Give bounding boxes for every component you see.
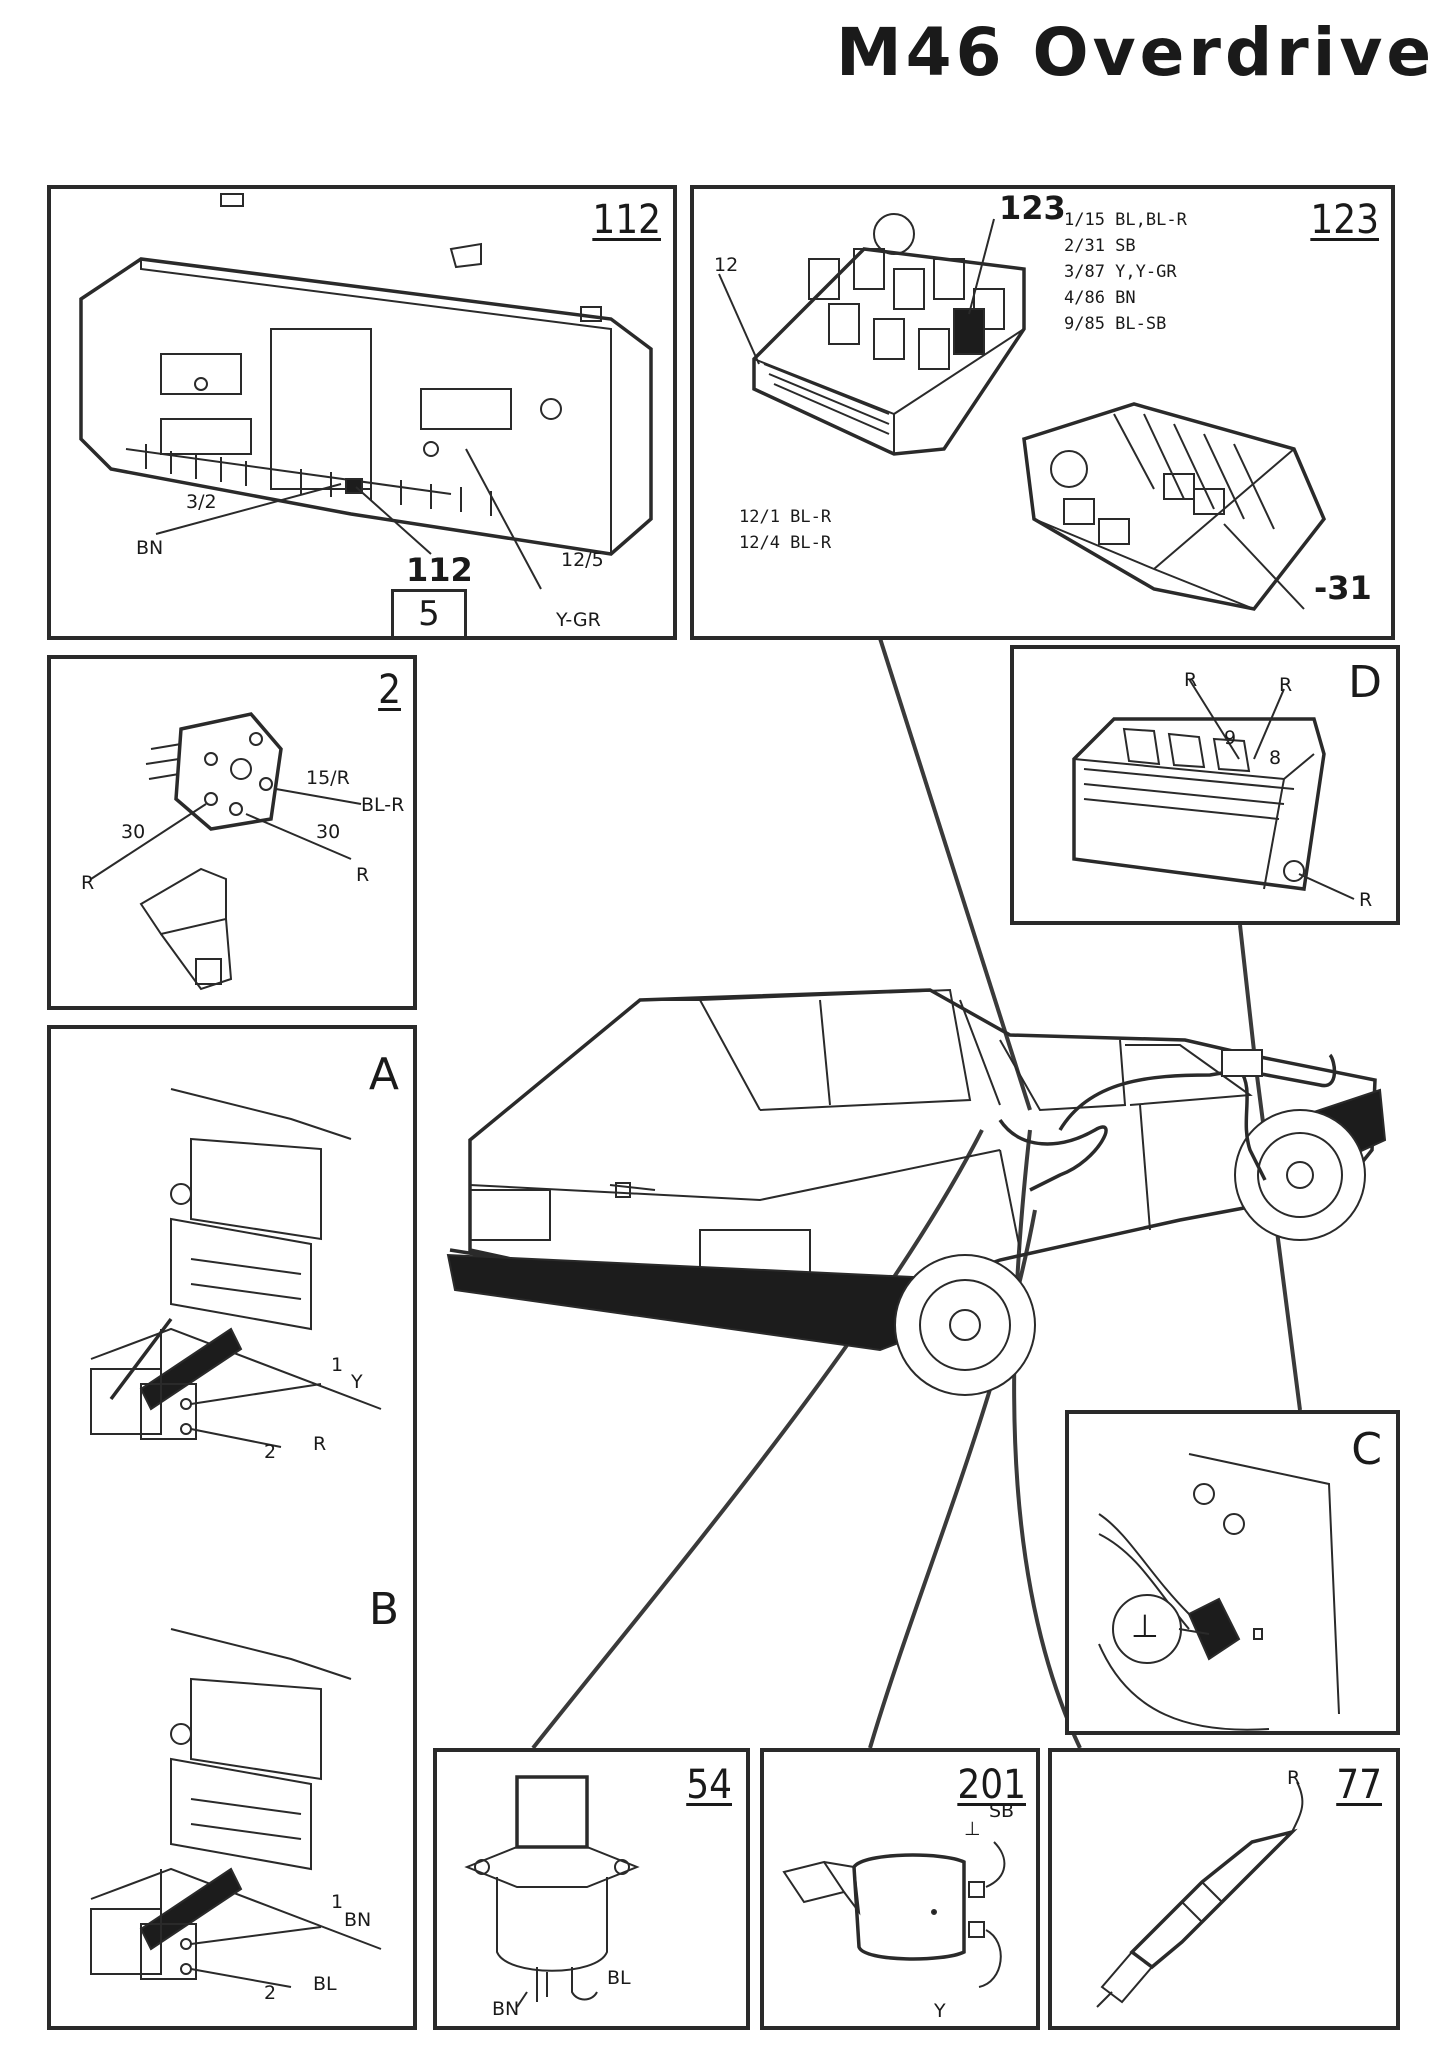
- panel-number: 201: [957, 1762, 1026, 1808]
- label-r: R: [1287, 1767, 1301, 1789]
- label-bl: BL: [607, 1967, 631, 1989]
- pin-list-lower: 12/1 BL-R 12/4 BL-R: [739, 504, 831, 556]
- pin-9: 9/85 BL-SB: [1064, 314, 1167, 334]
- switch-54-drawing: [464, 1775, 640, 2008]
- panel-number: 54: [686, 1762, 732, 1808]
- label-b-1: 1: [331, 1891, 344, 1913]
- label-sb: SB: [989, 1800, 1015, 1822]
- label-y-gr: Y-GR: [556, 609, 601, 631]
- solenoid-201-drawing: [782, 1841, 1006, 1988]
- label-12-5: 12/5: [561, 549, 604, 571]
- panel-201-solenoid: 201 SB ⊥ Y: [760, 1748, 1040, 2030]
- panel-123-fuse-relay-box: 123 123 12 1/15 BL,BL-R 2/31 SB 3/87 Y,Y…: [690, 185, 1395, 640]
- label-30-right: 30: [316, 821, 341, 843]
- panel-ab-overdrive-switches: A B: [47, 1025, 417, 2030]
- instrument-cluster-drawing: [79, 193, 653, 590]
- label-y: Y: [934, 2000, 946, 2022]
- label-a-1: 1: [331, 1354, 344, 1376]
- connector-d-drawing: [1072, 678, 1355, 900]
- sub-number-112: 112: [406, 551, 473, 589]
- sub-number-123: 123: [999, 189, 1066, 227]
- label-r-left: R: [81, 872, 95, 894]
- panel-letter-a: A: [368, 1049, 399, 1100]
- label-a-r: R: [313, 1433, 327, 1455]
- ignition-switch-drawing: [90, 712, 362, 991]
- panel-d-connector: D R R 9 8 R: [1010, 645, 1400, 925]
- relay-box-drawing: [718, 213, 1327, 611]
- pin-1: 1/15 BL,BL-R: [1064, 210, 1187, 230]
- page-title: M46 Overdrive: [836, 14, 1436, 91]
- pin-12-1: 12/1 BL-R: [739, 507, 832, 527]
- panel-number: 2: [378, 667, 401, 713]
- panel-77-temperature-sensor: 77 R: [1048, 1748, 1400, 2030]
- panel-number: 112: [592, 197, 661, 243]
- label-bl-r: BL-R: [361, 794, 405, 816]
- boxed-number: 5: [391, 589, 467, 639]
- panel-112-instrument-cluster: 112 3/2 BN 12/5 Y-GR 112 5: [47, 185, 677, 640]
- console-a: [90, 1088, 382, 1448]
- label-12: 12: [714, 254, 739, 276]
- label-3-2: 3/2: [186, 491, 217, 513]
- sensor-77-drawing: [1096, 1781, 1304, 2008]
- label-a-2: 2: [264, 1441, 277, 1463]
- label-r-2: R: [1279, 674, 1293, 696]
- panel-c-ground-point: C ⊥: [1065, 1410, 1400, 1735]
- label-30-left: 30: [121, 821, 146, 843]
- pin-4: 4/86 BN: [1064, 288, 1136, 308]
- label-r-3: R: [1359, 889, 1373, 911]
- console-b: [90, 1628, 382, 1988]
- pin-list: 1/15 BL,BL-R 2/31 SB 3/87 Y,Y-GR 4/86 BN…: [1064, 207, 1187, 337]
- label-r-right: R: [356, 864, 370, 886]
- label-b-2: 2: [264, 1982, 277, 2004]
- panel-number: 77: [1336, 1762, 1382, 1808]
- label-ground: ⊥: [964, 1818, 981, 1840]
- pin-12-4: 12/4 BL-R: [739, 533, 832, 553]
- pin-2: 2/31 SB: [1064, 236, 1136, 256]
- label-8: 8: [1269, 747, 1282, 769]
- panel-number: 123: [1310, 197, 1379, 243]
- label-a-y: Y: [351, 1371, 363, 1393]
- label-r-1: R: [1184, 669, 1198, 691]
- panel-2-ignition-switch: 2 15/R BL-R 30 30 R R: [47, 655, 417, 1010]
- label-b-bl: BL: [313, 1973, 337, 1995]
- label-minus-31: -31: [1314, 569, 1372, 607]
- panel-letter: D: [1348, 657, 1382, 708]
- panel-letter-b: B: [368, 1584, 399, 1635]
- label-9: 9: [1224, 727, 1237, 749]
- label-bn: BN: [492, 1998, 520, 2020]
- ground-symbol: ⊥: [1131, 1607, 1159, 1645]
- label-b-bn: BN: [344, 1909, 372, 1931]
- label-15r: 15/R: [306, 767, 350, 789]
- console-switch-drawings: [90, 1088, 382, 1988]
- ground-point-drawing: [1098, 1453, 1340, 1731]
- label-bn: BN: [136, 537, 164, 559]
- panel-54-switch: 54 BN BL: [433, 1748, 750, 2030]
- pin-3: 3/87 Y,Y-GR: [1064, 262, 1177, 282]
- panel-letter: C: [1351, 1424, 1382, 1475]
